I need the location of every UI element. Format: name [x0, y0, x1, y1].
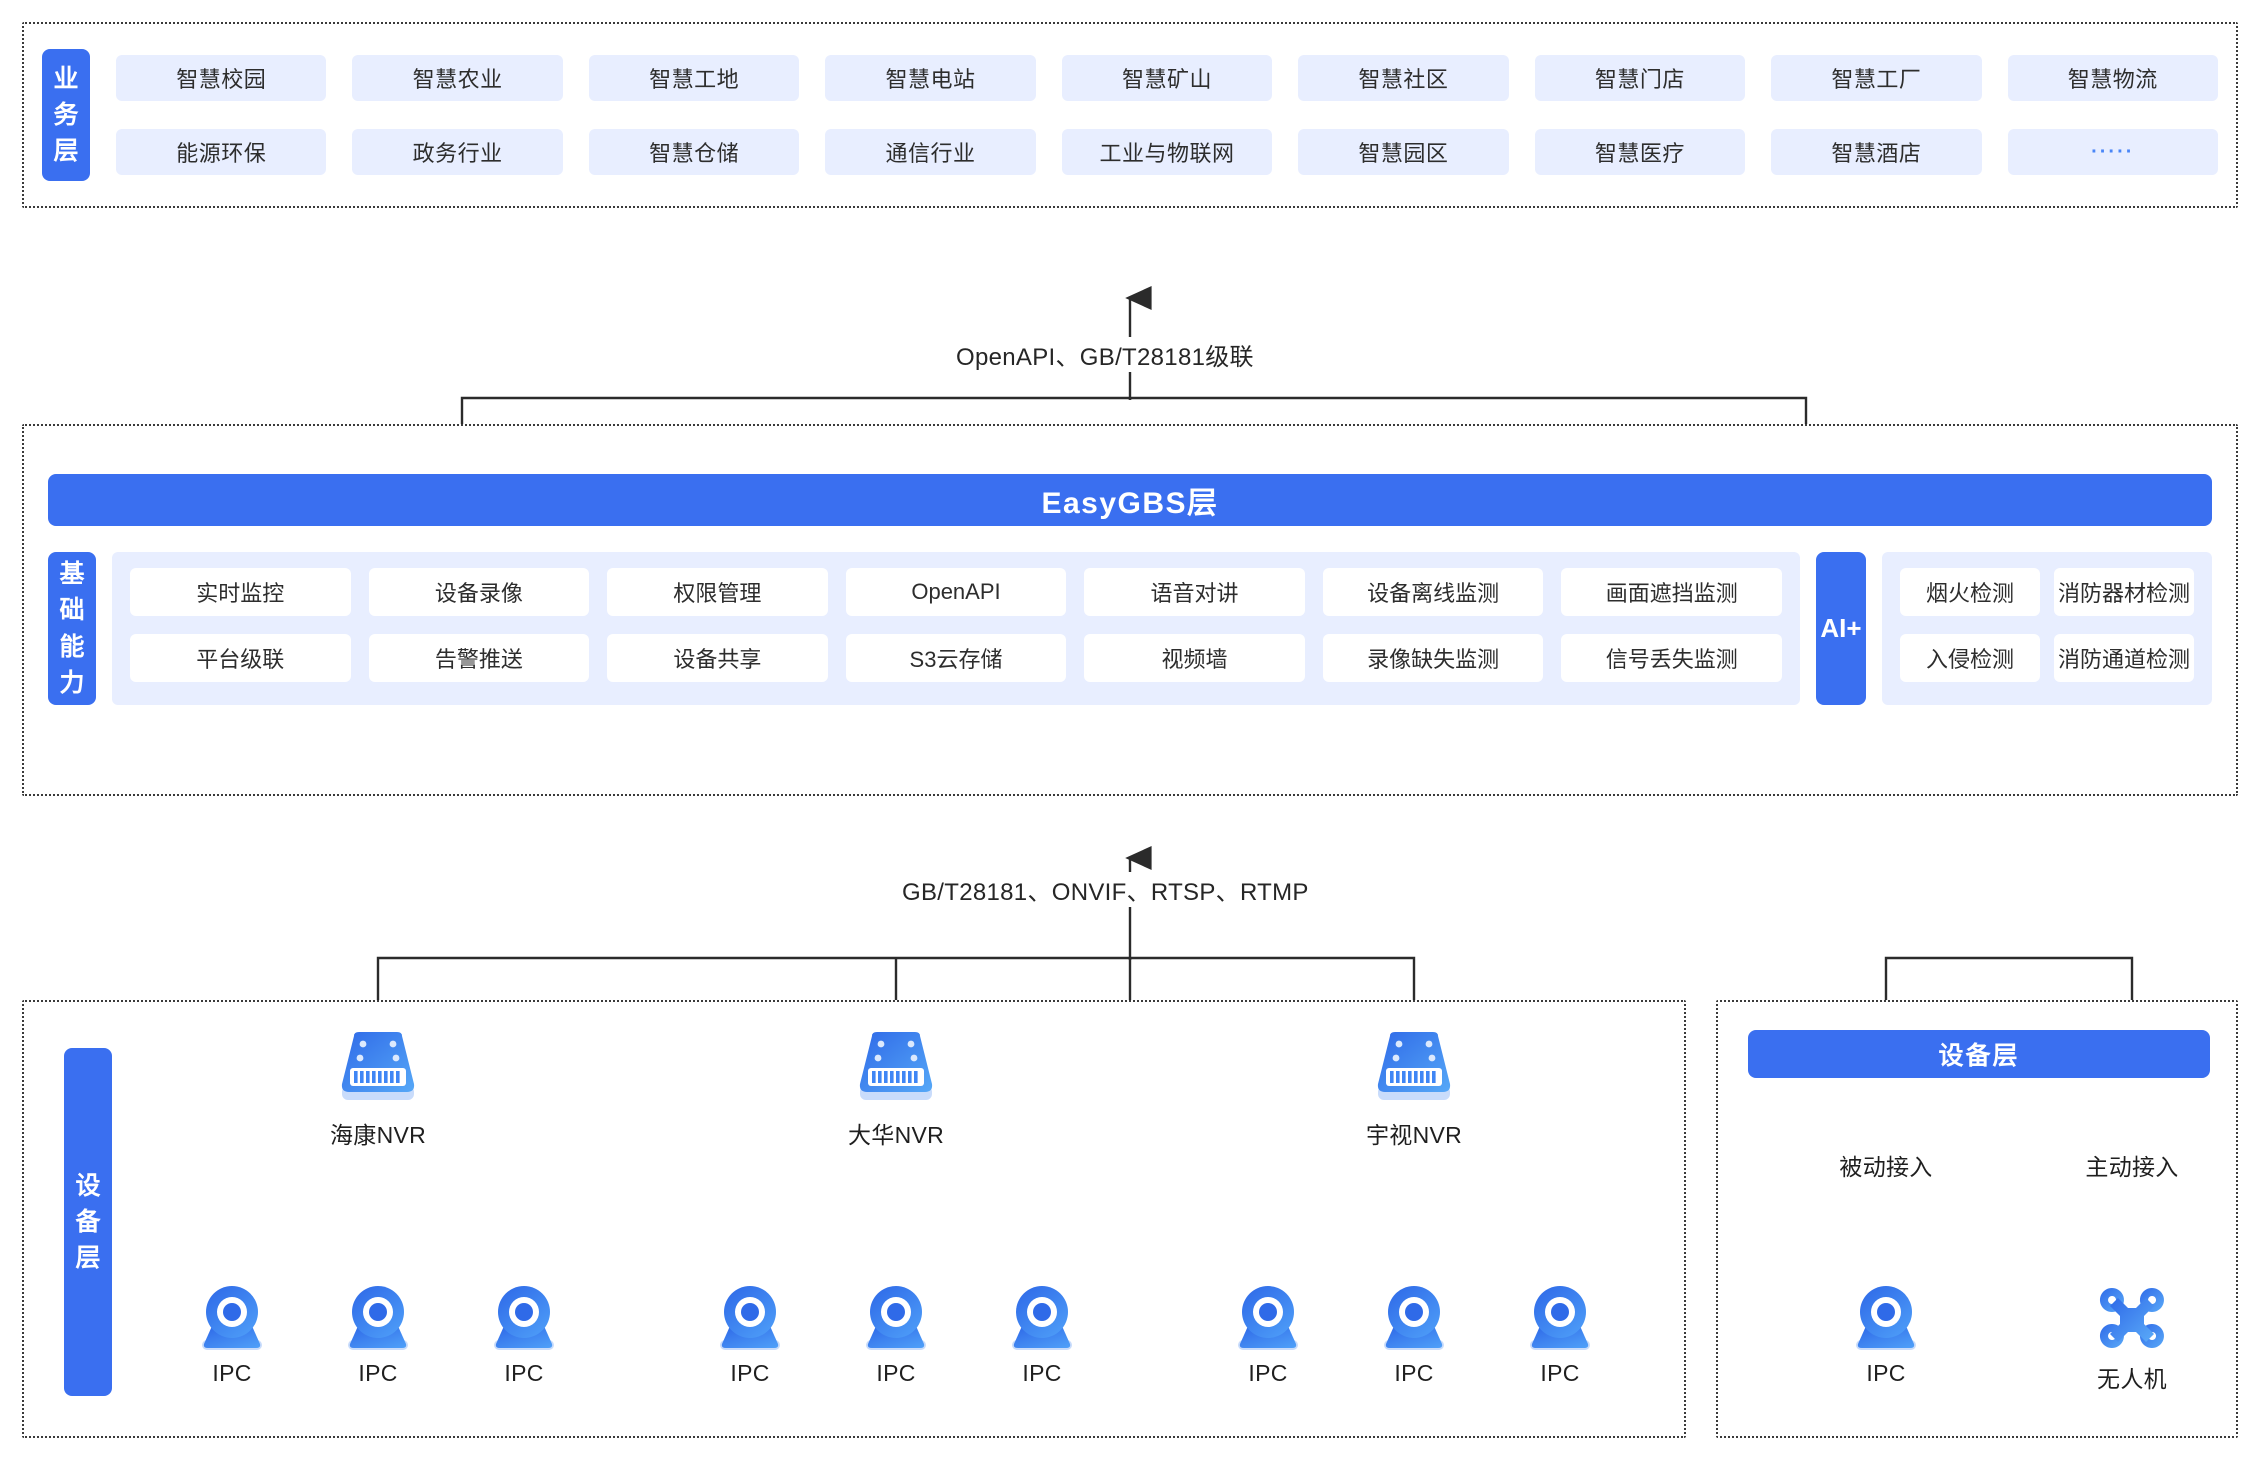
capability-row: 基础能力 实时监控 设备录像 权限管理 OpenAPI 语音对讲 设备离线监测 …	[48, 552, 2212, 705]
ai-capability-item[interactable]: 烟火检测	[1900, 568, 2040, 616]
drone-label: 无人机	[2097, 1366, 2167, 1392]
ai-plus-rail-label: AI+	[1816, 552, 1866, 705]
ai-capability-item[interactable]: 消防器材检测	[2054, 568, 2194, 616]
nvr-label: 大华NVR	[847, 1122, 945, 1148]
capability-item[interactable]: 录像缺失监测	[1322, 634, 1544, 682]
business-item[interactable]: 工业与物联网	[1061, 129, 1273, 175]
business-item[interactable]: 智慧医疗	[1534, 129, 1746, 175]
business-item[interactable]: 智慧农业	[352, 55, 563, 101]
ipc-camera-icon[interactable]	[1376, 1282, 1452, 1361]
ipc-label: IPC	[1540, 1360, 1580, 1386]
business-item[interactable]: 政务行业	[352, 129, 563, 175]
easygbs-layer-title: EasyGBS层	[1041, 487, 1219, 520]
device-layer-right-panel: 设备层	[1716, 1000, 2238, 1438]
business-item[interactable]: 智慧工厂	[1771, 55, 1982, 101]
nvr-label: 宇视NVR	[1365, 1122, 1463, 1148]
capability-item[interactable]: OpenAPI	[845, 568, 1067, 616]
ipc-camera-icon[interactable]	[1522, 1282, 1598, 1361]
basic-capability-rail-text: 基础能力	[59, 560, 86, 697]
business-item[interactable]: 智慧仓储	[588, 129, 800, 175]
ipc-label: IPC	[876, 1360, 916, 1386]
basic-capability-rail-label: 基础能力	[48, 552, 96, 705]
capability-item[interactable]: 设备共享	[607, 634, 828, 682]
ipc-camera-icon[interactable]	[1004, 1282, 1080, 1361]
business-item[interactable]: 智慧酒店	[1771, 129, 1982, 175]
ai-plus-rail-text: AI+	[1820, 612, 1862, 643]
capability-item[interactable]: 设备录像	[368, 568, 590, 616]
passive-access-label: 被动接入	[1839, 1154, 1933, 1180]
ai-capability-item[interactable]: 消防通道检测	[2054, 634, 2194, 682]
device-layer-bar-title: 设备层	[1938, 1042, 2020, 1070]
business-item[interactable]: 智慧园区	[1298, 129, 1509, 175]
ipc-camera-icon[interactable]	[194, 1282, 270, 1361]
business-item[interactable]: 智慧矿山	[1061, 55, 1273, 101]
business-layer-rail-text: 业务层	[53, 64, 80, 166]
ipc-camera-icon[interactable]	[858, 1282, 934, 1361]
capability-item[interactable]: 设备离线监测	[1322, 568, 1544, 616]
nvr-label: 海康NVR	[329, 1122, 427, 1148]
business-item[interactable]: 智慧物流	[2007, 55, 2218, 101]
capability-item[interactable]: 语音对讲	[1084, 568, 1305, 616]
nvr-icon[interactable]	[334, 1030, 422, 1111]
ipc-label: IPC	[358, 1360, 398, 1386]
business-items-grid: 智慧校园 智慧农业 智慧工地 智慧电站 智慧矿山 智慧社区 智慧门店 智慧工厂 …	[116, 55, 2218, 175]
business-item[interactable]: 能源环保	[116, 129, 327, 175]
device-layer-rail-text: 设备层	[75, 1171, 102, 1273]
ipc-label: IPC	[1394, 1360, 1434, 1386]
nvr-icon[interactable]	[1370, 1030, 1458, 1111]
business-item[interactable]: 智慧门店	[1534, 55, 1746, 101]
device-layer-rail-label: 设备层	[64, 1048, 112, 1396]
capability-item[interactable]: 权限管理	[607, 568, 828, 616]
capability-item[interactable]: 画面遮挡监测	[1561, 568, 1782, 616]
ipc-label: IPC	[504, 1360, 544, 1386]
easygbs-layer-bar[interactable]: EasyGBS层	[48, 474, 2212, 526]
business-item[interactable]: 通信行业	[825, 129, 1036, 175]
business-layer-rail-label: 业务层	[42, 49, 90, 181]
ipc-camera-icon[interactable]	[486, 1282, 562, 1361]
ipc-label: IPC	[1248, 1360, 1288, 1386]
ipc-camera-icon[interactable]	[340, 1282, 416, 1361]
business-item[interactable]: 智慧工地	[588, 55, 800, 101]
bottom-protocol-label: GB/T28181、ONVIF、RTSP、RTMP	[888, 872, 1323, 907]
nvr-icon[interactable]	[852, 1030, 940, 1111]
ipc-camera-icon[interactable]	[712, 1282, 788, 1361]
capability-item[interactable]: 实时监控	[130, 568, 351, 616]
drone-icon[interactable]	[2094, 1282, 2170, 1361]
capability-item[interactable]: 信号丢失监测	[1561, 634, 1782, 682]
business-item-more[interactable]: ·····	[2007, 129, 2218, 175]
capability-grid: 实时监控 设备录像 权限管理 OpenAPI 语音对讲 设备离线监测 画面遮挡监…	[112, 552, 1800, 705]
capability-item[interactable]: S3云存储	[845, 634, 1067, 682]
business-item[interactable]: 智慧社区	[1298, 55, 1509, 101]
business-layer-panel: 业务层 智慧校园 智慧农业 智慧工地 智慧电站 智慧矿山 智慧社区 智慧门店 智…	[22, 22, 2238, 208]
ipc-camera-icon[interactable]	[1848, 1282, 1924, 1361]
capability-item[interactable]: 告警推送	[368, 634, 590, 682]
capability-item[interactable]: 平台级联	[130, 634, 351, 682]
platform-layer-panel: EasyGBS层 基础能力 实时监控 设备录像 权限管理 OpenAPI 语音对…	[22, 424, 2238, 796]
business-item[interactable]: 智慧电站	[825, 55, 1036, 101]
capability-item[interactable]: 视频墙	[1084, 634, 1305, 682]
ipc-label: IPC	[1866, 1360, 1906, 1386]
device-layer-bar[interactable]: 设备层	[1748, 1030, 2210, 1078]
business-item[interactable]: 智慧校园	[116, 55, 327, 101]
ipc-camera-icon[interactable]	[1230, 1282, 1306, 1361]
ai-capability-grid: 烟火检测 消防器材检测 入侵检测 消防通道检测	[1882, 552, 2212, 705]
active-access-label: 主动接入	[2085, 1154, 2179, 1180]
top-protocol-label: OpenAPI、GB/T28181级联	[942, 337, 1268, 372]
ai-capability-item[interactable]: 入侵检测	[1900, 634, 2040, 682]
ipc-label: IPC	[1022, 1360, 1062, 1386]
ipc-label: IPC	[212, 1360, 252, 1386]
ipc-label: IPC	[730, 1360, 770, 1386]
